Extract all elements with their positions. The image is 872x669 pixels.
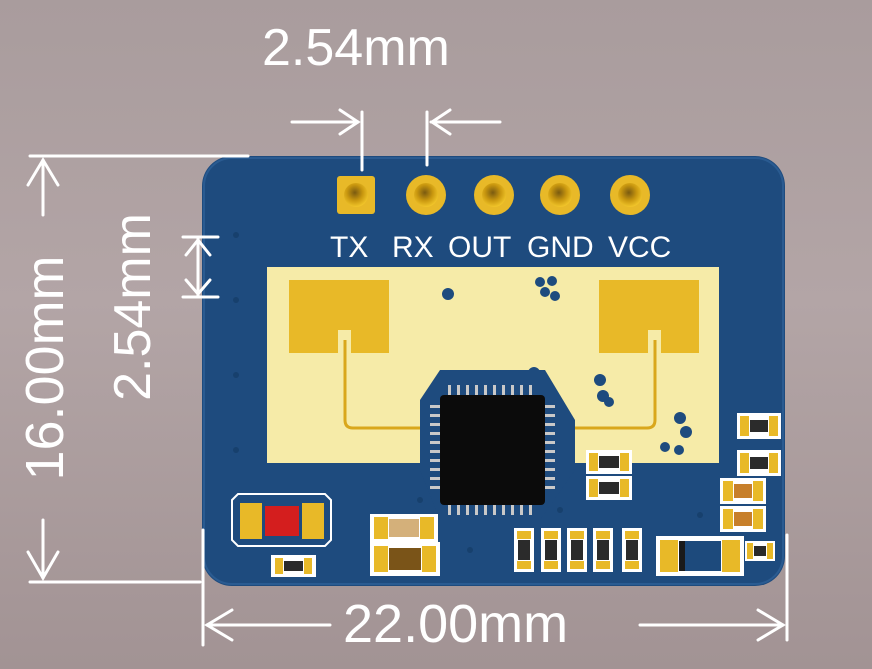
pin-label-vcc: VCC xyxy=(608,231,672,264)
vias xyxy=(442,276,692,455)
pin-label-tx: TX xyxy=(330,231,369,264)
led-outline xyxy=(231,493,332,547)
pin-label-out: OUT xyxy=(448,231,512,264)
dimension-pin-pitch-horizontal: 2.54mm xyxy=(262,19,450,77)
chip-leads xyxy=(430,385,555,515)
dimension-pin-pitch-vertical: 2.54mm xyxy=(104,213,162,401)
pin-label-gnd: GND xyxy=(527,231,594,264)
dimension-lines xyxy=(26,108,789,647)
smd-components xyxy=(271,413,781,577)
pcb-board-edge xyxy=(203,157,784,585)
radar-chip xyxy=(440,395,545,505)
edge-vias xyxy=(233,232,703,553)
antenna-trace-left xyxy=(343,340,452,430)
header-pin-pads xyxy=(337,175,650,215)
led-pad-right xyxy=(302,503,324,539)
pin-label-rx: RX xyxy=(392,231,434,264)
dimension-board-width: 22.00mm xyxy=(343,594,569,654)
led-body xyxy=(265,506,299,536)
antenna-trace-right xyxy=(540,340,657,430)
dimension-board-height: 16.00mm xyxy=(15,255,75,481)
led-pad-left xyxy=(240,503,262,539)
